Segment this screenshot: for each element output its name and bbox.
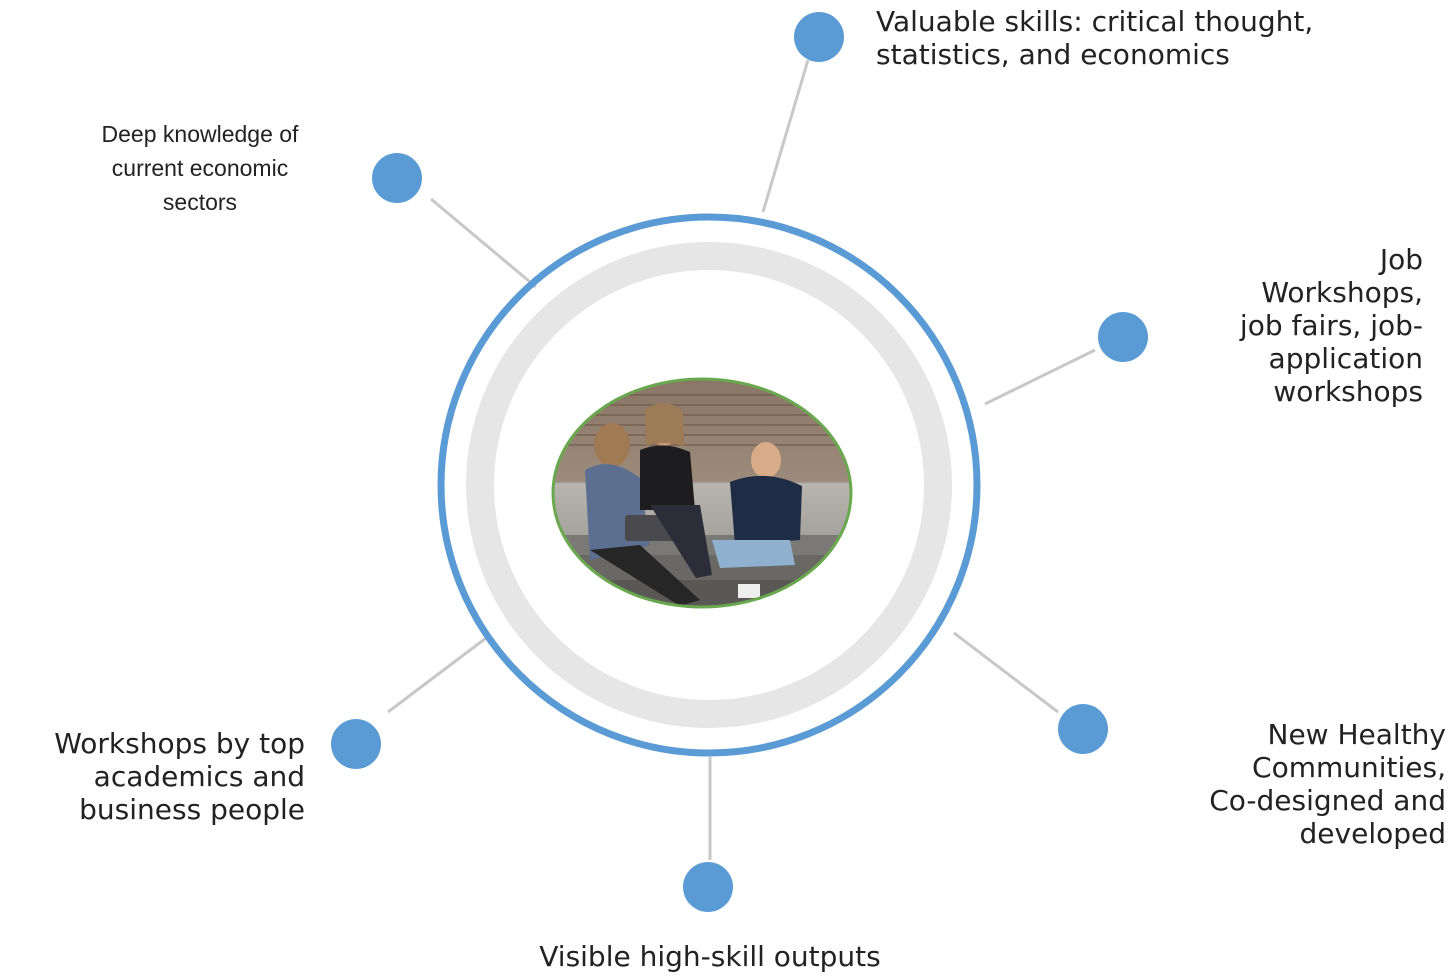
connector-knowledge [430,197,537,289]
node-skills [794,12,844,62]
label-knowledge-line: sectors [162,189,238,215]
label-skills-line: Valuable skills: critical thought, [876,5,1314,38]
label-academics-line: Workshops by top [54,727,305,760]
label-job: Job Workshops, job fairs, job- applicati… [1240,243,1423,408]
node-academics [331,719,381,769]
label-job-line: Workshops, [1261,276,1423,309]
label-job-line: Job [1379,243,1423,276]
connector-job [984,348,1096,406]
outer-ring [437,213,981,757]
node-communities [1058,704,1108,754]
label-academics-line: academics and [93,760,305,793]
label-knowledge: Deep knowledge of current economic secto… [60,117,340,219]
label-job-line: job fairs, job- [1239,309,1423,342]
connector-communities [953,631,1059,714]
label-communities: New Healthy Communities, Co-designed and… [1209,718,1446,850]
center-photo [551,377,853,609]
label-knowledge-line: Deep knowledge of [101,121,299,147]
connector-academics [387,633,491,714]
connectors [387,59,1096,860]
label-communities-line: Co-designed and [1209,784,1446,817]
label-outputs: Visible high-skill outputs [480,940,940,973]
node-knowledge [372,153,422,203]
label-communities-line: developed [1299,817,1446,850]
label-communities-line: Communities, [1252,751,1446,784]
label-academics-line: business people [79,793,305,826]
label-knowledge-line: current economic [111,155,289,181]
inner-ring [466,242,952,728]
nodes [331,12,1148,912]
label-skills: Valuable skills: critical thought, stati… [876,5,1313,71]
node-outputs [683,862,733,912]
node-job [1098,312,1148,362]
connector-skills [761,59,810,213]
label-skills-line: statistics, and economics [876,38,1230,71]
label-job-line: workshops [1273,375,1423,408]
label-communities-line: New Healthy [1267,718,1447,751]
label-outputs-line: Visible high-skill outputs [539,940,881,973]
label-job-line: application [1268,342,1423,375]
label-academics: Workshops by top academics and business … [54,727,305,826]
